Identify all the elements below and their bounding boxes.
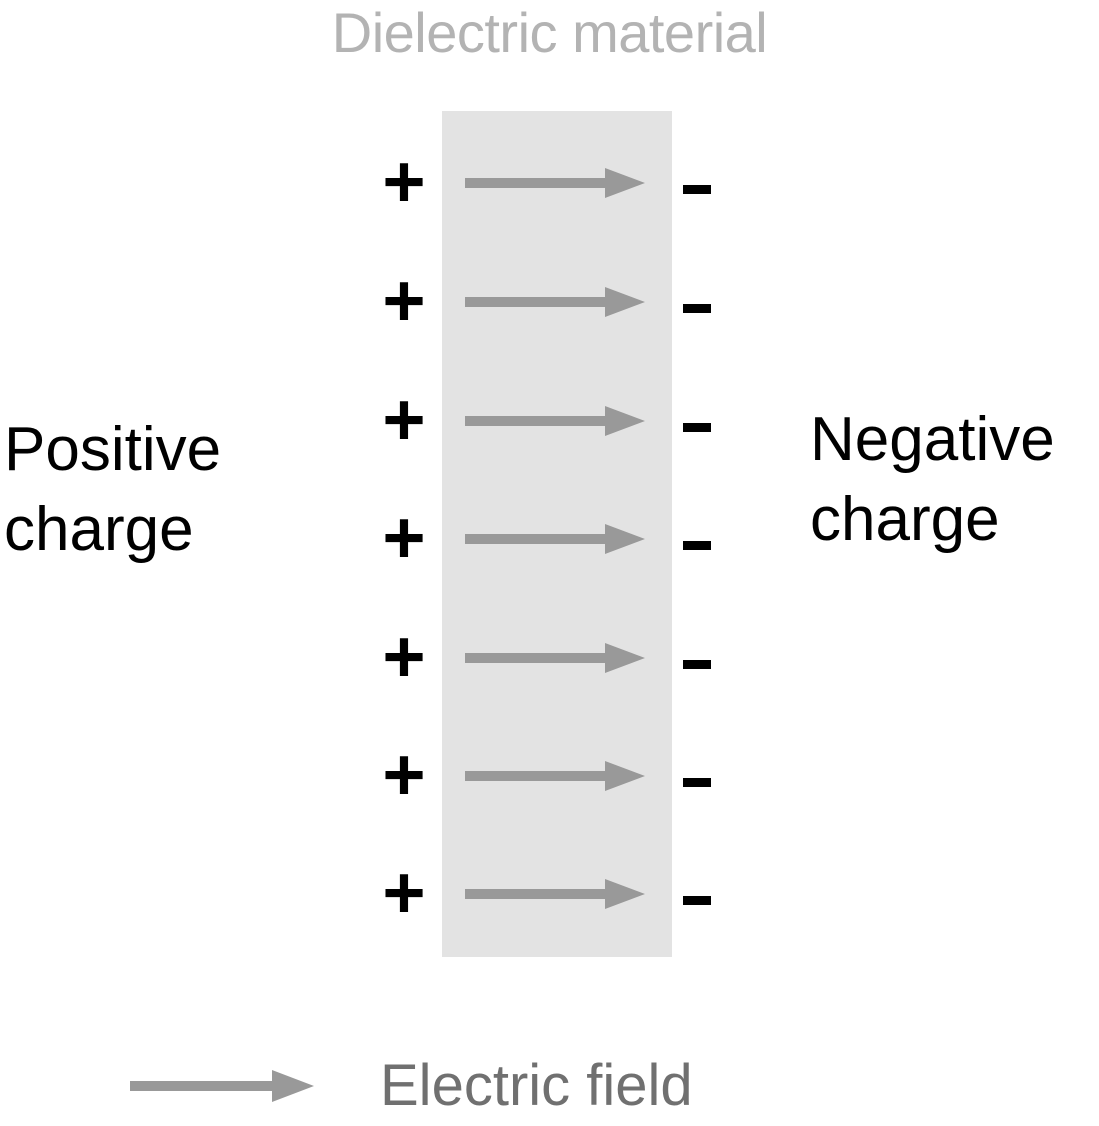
negative-charge-label-line1: Negative	[810, 405, 1055, 474]
negative-charge-symbol	[683, 304, 711, 313]
right-arrow-icon	[465, 643, 645, 673]
negative-charge-label: Negative charge	[810, 400, 1055, 560]
right-arrow-icon	[465, 287, 645, 317]
positive-charge-label-line1: Positive	[4, 415, 222, 484]
negative-charge-symbol	[683, 896, 711, 905]
positive-charge-symbol: +	[382, 851, 426, 934]
right-arrow-icon	[465, 879, 645, 909]
positive-charge-symbol: +	[382, 496, 426, 579]
negative-charge-symbol	[683, 660, 711, 669]
positive-charge-label: Positive charge	[4, 410, 221, 570]
legend-label-electric-field: Electric field	[380, 1053, 693, 1118]
negative-charge-symbol	[683, 423, 711, 432]
right-arrow-icon	[465, 761, 645, 791]
positive-charge-symbol: +	[382, 140, 426, 223]
positive-charge-symbol: +	[382, 259, 426, 342]
negative-charge-symbol	[683, 541, 711, 550]
negative-charge-label-line2: charge	[810, 485, 1000, 554]
positive-charge-label-line2: charge	[4, 495, 194, 564]
positive-charge-symbol: +	[382, 378, 426, 461]
positive-charge-symbol: +	[382, 615, 426, 698]
page-title: Dielectric material	[331, 1, 768, 64]
right-arrow-icon	[130, 1070, 314, 1102]
right-arrow-icon	[465, 524, 645, 554]
negative-charge-symbol	[683, 185, 711, 194]
right-arrow-icon	[465, 406, 645, 436]
positive-charge-symbol: +	[382, 733, 426, 816]
legend: Electric field	[0, 1046, 1099, 1126]
right-arrow-icon	[465, 168, 645, 198]
negative-charge-symbol	[683, 778, 711, 787]
